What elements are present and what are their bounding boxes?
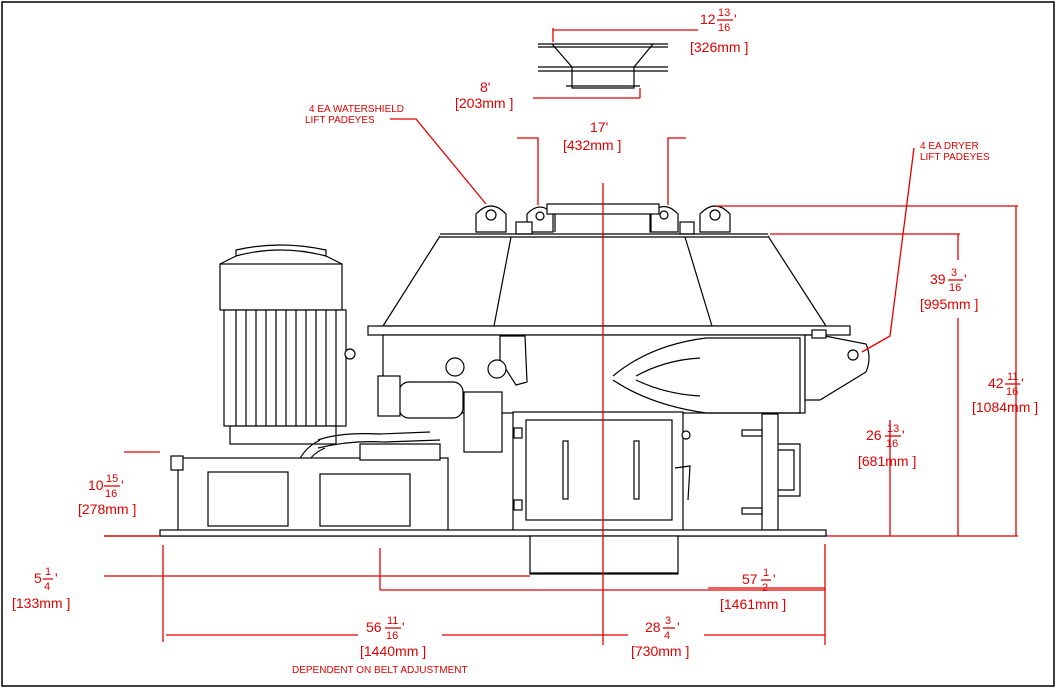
note-watershield-line2: LIFT PADEYES [305,115,375,126]
dim-56-11-16-den: 16 [386,630,398,642]
dim-10-15-16-unit: ' [121,477,124,493]
dim-17-mm: [432mm ] [563,137,621,153]
note-belt-adjustment: DEPENDENT ON BELT ADJUSTMENT [292,665,468,676]
dim-10-15-16-den: 16 [105,488,117,500]
note-dryer-line2: LIFT PADEYES [920,152,990,163]
access-door [512,411,691,533]
hydraulic-unit [295,357,507,471]
dim-28-3-4-den: 4 [664,630,670,642]
dim-42-11-16-mm: [1084mm ] [972,399,1038,415]
dim-28-3-4-unit: ' [677,619,680,635]
dim-56-11-16-mm: [1440mm ] [360,643,426,659]
dim-17: 17' [590,119,608,135]
dim-5-1-4-mm: [133mm ] [12,595,70,611]
dim-42-11-16: 42 11 16 ' [1084mm ] [972,371,1038,415]
note-dryer-line1: 4 EA DRYER [920,141,979,152]
side-handle [741,413,801,531]
dimension-geometry [104,28,1018,645]
dim-5-1-4-unit: ' [55,570,58,586]
dim-26-13-16: 26 13 16 ' [681mm ] [858,423,916,469]
dim-39-3-16: 39 3 16 ' [995mm ] [920,267,978,312]
dim-39-3-16-whole: 39 [930,271,946,287]
dim-10-15-16-mm: [278mm ] [78,501,136,517]
dim-10-15-16-whole: 10 [88,477,104,493]
dim-26-13-16-unit: ' [902,427,905,443]
watershield-hood [382,233,827,327]
dim-12-13-16-whole: 12 [700,11,716,27]
dim-26-13-16-den: 16 [886,438,898,450]
electric-motor [219,244,356,445]
dim-5-1-4-whole: 5 [34,570,42,586]
dim-5-1-4: 5 1 4 ' [133mm ] [12,566,70,611]
dim-39-3-16-mm: [995mm ] [920,296,978,312]
dim-10-15-16: 10 15 16 ' [278mm ] [78,473,136,517]
dim-8-mm: [203mm ] [455,95,513,111]
dim-26-13-16-whole: 26 [866,427,882,443]
dim-56-11-16-whole: 56 [366,619,382,635]
dim-26-13-16-num: 13 [887,423,899,435]
dim-42-11-16-whole: 42 [988,375,1004,391]
dim-12-13-16: 12 13 16 ' [326mm ] [690,7,748,55]
dim-28-3-4-mm: [730mm ] [631,643,689,659]
dim-56-11-16-num: 11 [387,615,398,627]
dim-8: 8' [480,79,490,95]
dim-28-3-4: 28 3 4 ' [730mm ] [631,615,689,659]
dim-42-11-16-unit: ' [1021,375,1024,391]
dim-28-3-4-num: 3 [665,615,671,627]
dim-57-1-2-mm: [1461mm ] [720,596,786,612]
dim-12-13-16-den: 16 [718,22,730,34]
dim-12-13-16-num: 13 [718,7,730,19]
dim-42-11-16-num: 11 [1007,371,1018,383]
skid-plate [159,529,827,537]
lower-housing [529,535,679,575]
dim-39-3-16-den: 16 [949,282,961,294]
inlet-flange-detail [538,43,668,89]
dim-12-13-16-unit: ' [734,11,737,27]
dim-57-1-2-num: 1 [763,567,769,579]
dim-12-13-16-mm: [326mm ] [690,39,748,55]
dim-39-3-16-num: 3 [951,267,957,279]
dim-57-1-2-unit: ' [773,571,776,587]
dim-56-11-16-unit: ' [402,619,405,635]
dim-56-11-16: 56 11 16 ' [1440mm ] [360,615,426,659]
machine-outline [104,43,870,575]
dim-57-1-2-den: 2 [762,582,768,594]
dim-5-1-4-den: 4 [44,581,50,593]
dim-39-3-16-unit: ' [964,271,967,287]
dim-5-1-4-num: 1 [45,566,51,578]
dim-28-3-4-whole: 28 [645,619,661,635]
dim-57-1-2-whole: 57 [742,571,758,587]
dim-57-1-2: 57 1 2 ' [1461mm ] [720,567,786,612]
dim-10-15-16-num: 15 [106,473,118,485]
dim-26-13-16-mm: [681mm ] [858,453,916,469]
tank-base [170,443,449,533]
dim-42-11-16-den: 16 [1006,386,1018,398]
note-watershield-line1: 4 EA WATERSHIELD [309,104,404,115]
